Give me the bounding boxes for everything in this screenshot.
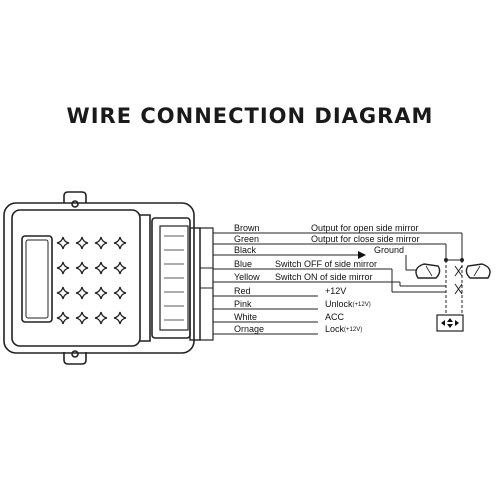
mirror-switch-icon — [436, 314, 464, 332]
diamond-mark — [113, 286, 127, 300]
wire-description-label: Switch ON of side mirror — [275, 272, 373, 282]
diamond-mark — [56, 261, 70, 275]
diamond-mark — [56, 236, 70, 250]
wire-description-label: Ground — [374, 245, 404, 255]
diamond-mark — [56, 311, 70, 325]
diagram-title: WIRE CONNECTION DIAGRAM — [66, 104, 434, 128]
diamond-mark — [56, 286, 70, 300]
diamond-mark — [75, 261, 89, 275]
wire-color-label: Green — [234, 234, 259, 244]
diamond-mark — [75, 236, 89, 250]
diamond-mark — [113, 311, 127, 325]
wire-color-label: Blue — [234, 259, 252, 269]
wire-description-label: Output for open side mirror — [311, 223, 419, 233]
diamond-mark — [113, 236, 127, 250]
wire-color-label: Red — [234, 286, 251, 296]
ground-arrow-icon — [358, 251, 366, 259]
diamond-mark — [113, 261, 127, 275]
wire-color-label: White — [234, 312, 257, 322]
diamond-mark — [75, 311, 89, 325]
diamond-mark — [94, 236, 108, 250]
side-mirror-left-icon — [415, 263, 441, 279]
wire-description-label: Lock(+12V) — [325, 324, 362, 334]
diamond-mark — [75, 286, 89, 300]
wire-color-label: Ornage — [234, 324, 264, 334]
module-diamond-grid — [56, 236, 127, 325]
wire-description-label: +12V — [325, 286, 346, 296]
diamond-mark — [94, 286, 108, 300]
wire-description-label: Unlock(+12V) — [325, 299, 371, 309]
wire-description-label: Output for close side mirror — [311, 234, 420, 244]
wire-description-label: ACC — [325, 312, 345, 322]
wire-color-label: Pink — [234, 299, 252, 309]
mirror-circuit — [364, 232, 464, 315]
diamond-mark — [94, 311, 108, 325]
control-module — [3, 191, 214, 365]
wire-description-label: Switch OFF of side mirror — [275, 259, 377, 269]
wire-color-label: Brown — [234, 223, 260, 233]
wire-color-label: Yellow — [234, 272, 260, 282]
side-mirror-right-icon — [465, 263, 491, 279]
wire-color-label: Black — [234, 245, 257, 255]
diamond-mark — [94, 261, 108, 275]
